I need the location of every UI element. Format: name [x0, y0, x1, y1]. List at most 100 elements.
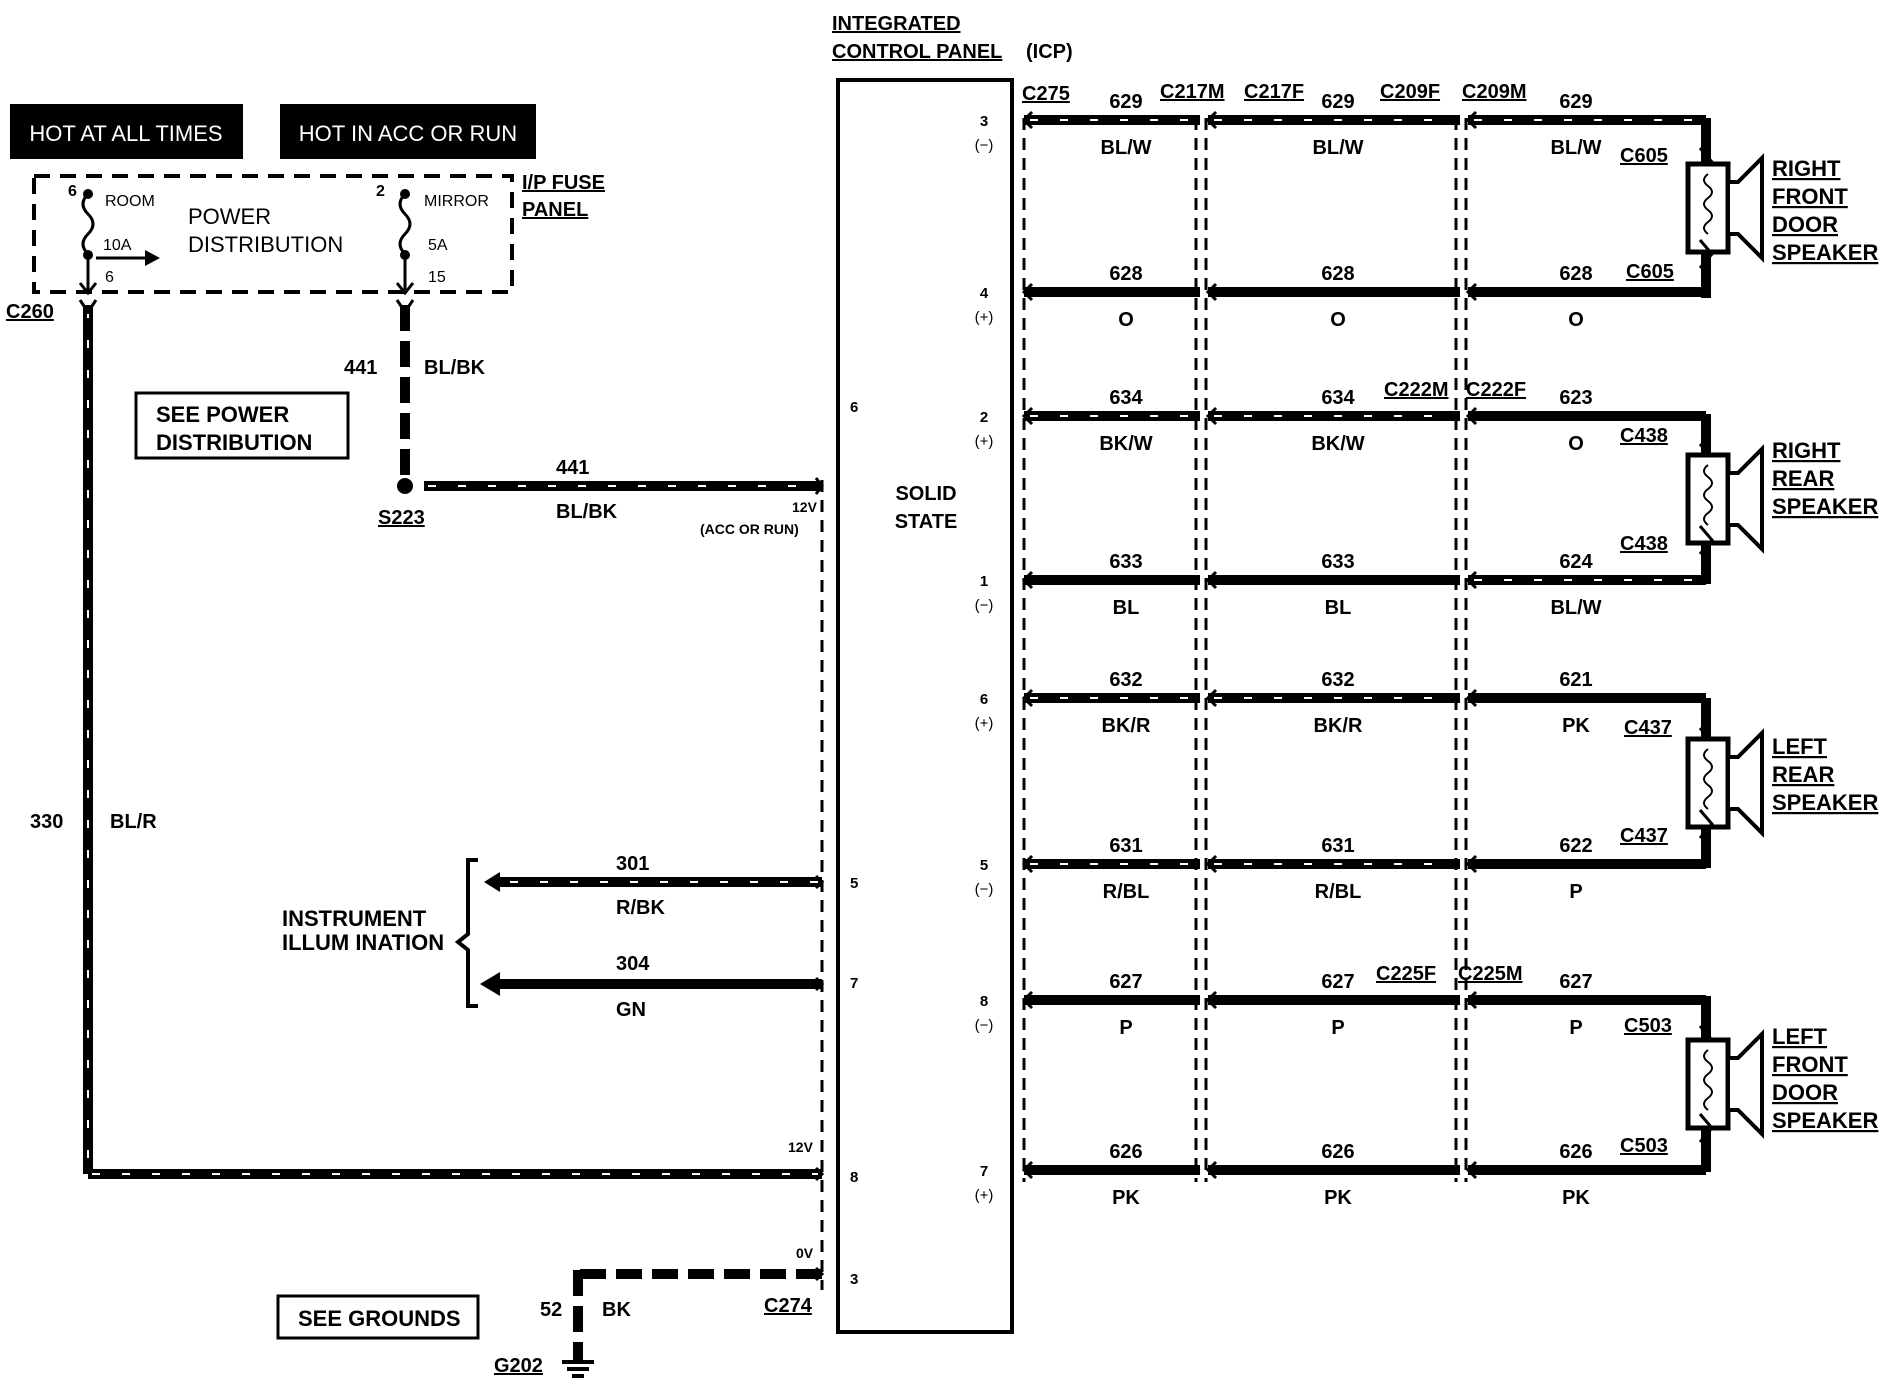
fuse-panel-box — [32, 174, 514, 294]
icp-right-pin-number: 1 — [980, 573, 988, 590]
speaker-wire-color: BL/W — [1550, 597, 1601, 619]
speaker-wire-color: O — [1568, 309, 1584, 331]
power-distribution-label-2: DISTRIBUTION — [188, 232, 343, 257]
ground-g202: G202 — [494, 1355, 543, 1377]
icp-pin-5: 5 — [850, 875, 858, 892]
icp-right-pin-number: 3 — [980, 113, 988, 130]
wire-52-color: BK — [602, 1299, 631, 1321]
speaker-wire-number: 621 — [1559, 669, 1592, 691]
wire-441 — [395, 299, 822, 494]
wire-330-number: 330 — [30, 811, 63, 833]
connector-c437-top: C437 — [1624, 717, 1672, 739]
speaker-wire-color: BK/W — [1099, 433, 1152, 455]
right-rear-speaker-label: RIGHT REAR SPEAKER — [1772, 438, 1878, 519]
left-front-door-speaker-label: LEFT FRONT DOOR SPEAKER — [1772, 1024, 1878, 1133]
connector-terminal — [1205, 990, 1218, 1010]
speaker-wire-color: O — [1118, 309, 1134, 331]
fuse-panel-title-2: PANEL — [522, 199, 588, 221]
icp-pin-7: 7 — [850, 975, 858, 992]
see-power-distribution-label-1: SEE POWER — [156, 402, 289, 427]
right-front-label-4: SPEAKER — [1772, 240, 1878, 265]
icp-0v-label: 0V — [796, 1245, 814, 1261]
icp-right-pin-polarity: (−) — [975, 137, 994, 154]
ground-symbol — [562, 1360, 594, 1378]
icp-right-pin-number: 7 — [980, 1163, 988, 1180]
room-fuse-rating: 10A — [103, 237, 132, 254]
hot-in-acc-or-run-label: HOT IN ACC OR RUN — [299, 121, 517, 146]
speaker-wire-color: BK/W — [1311, 433, 1364, 455]
icp-pin-3: 3 — [850, 1271, 858, 1288]
connector-c503-bottom: C503 — [1620, 1135, 1668, 1157]
wire-52 — [562, 1269, 822, 1378]
left-front-label-3: DOOR — [1772, 1080, 1838, 1105]
connector-c503-top: C503 — [1624, 1015, 1672, 1037]
speaker-wire-color: R/BL — [1103, 881, 1150, 903]
wire-441-vertical-number: 441 — [344, 357, 377, 379]
speaker-wire-color: BL — [1325, 597, 1352, 619]
icp-right-pin-polarity: (−) — [975, 597, 994, 614]
icp-right-pin-polarity: (+) — [975, 309, 994, 326]
speaker-wire-color: O — [1568, 433, 1584, 455]
icp-box — [836, 78, 1014, 1334]
connector-c217m: C217M — [1160, 81, 1224, 103]
speaker-wire-color: O — [1330, 309, 1346, 331]
speaker-wire-number: 633 — [1109, 551, 1142, 573]
speaker-wire-number: 629 — [1321, 91, 1354, 113]
connector-terminal — [1205, 110, 1218, 130]
speaker-wire-number: 631 — [1321, 835, 1354, 857]
wire-304-number: 304 — [616, 953, 650, 975]
room-fuse-pin-in: 6 — [68, 183, 77, 200]
connector-terminal — [1021, 570, 1034, 590]
connector-terminal — [1021, 1160, 1034, 1180]
speaker-wire-color: P — [1569, 1017, 1582, 1039]
connector-c225m: C225M — [1458, 963, 1522, 985]
speaker-icon — [1685, 443, 1764, 555]
connector-terminal — [1465, 570, 1478, 590]
speaker-wire-number: 631 — [1109, 835, 1142, 857]
see-power-distribution-box[interactable] — [134, 391, 350, 460]
speaker-wire-color: PK — [1562, 1187, 1590, 1209]
left-front-label-4: SPEAKER — [1772, 1108, 1878, 1133]
connector-c275: C275 — [1022, 83, 1070, 105]
speaker-wire-number: 626 — [1559, 1141, 1592, 1163]
mirror-fuse — [395, 189, 415, 296]
icp-right-pin-number: 8 — [980, 993, 988, 1010]
room-fuse — [78, 189, 160, 296]
speaker-wire-number: 632 — [1321, 669, 1354, 691]
icp-right-pin-polarity: (−) — [975, 1017, 994, 1034]
connector-terminal — [1465, 990, 1478, 1010]
instrument-illumination-label-2: ILLUM INATION — [282, 930, 444, 955]
right-rear-label-1: RIGHT — [1772, 438, 1841, 463]
connector-terminal — [1205, 854, 1218, 874]
speaker-wire-color: BL/W — [1312, 137, 1363, 159]
connector-terminal — [1021, 990, 1034, 1010]
left-rear-label-1: LEFT — [1772, 734, 1828, 759]
mirror-fuse-pin-in: 2 — [376, 183, 385, 200]
right-front-label-2: FRONT — [1772, 184, 1848, 209]
speaker-wire-number: 634 — [1109, 387, 1143, 409]
room-fuse-name: ROOM — [105, 193, 155, 210]
speaker-wire-number: 629 — [1559, 91, 1592, 113]
speaker-wire-color: R/BL — [1315, 881, 1362, 903]
connector-terminal — [1021, 854, 1034, 874]
room-fuse-pin-out: 6 — [105, 269, 114, 286]
wire-441-horizontal-color: BL/BK — [556, 501, 618, 523]
icp-right-pin-polarity: (−) — [975, 881, 994, 898]
see-grounds-box[interactable] — [276, 1294, 480, 1340]
speaker-wire-color: PK — [1324, 1187, 1352, 1209]
fuse-panel-title-1: I/P FUSE — [522, 172, 605, 194]
icp-title-1: INTEGRATED — [832, 13, 961, 35]
connector-c437-bottom: C437 — [1620, 825, 1668, 847]
wire-330-color: BL/R — [110, 811, 157, 833]
speaker-wire-number: 627 — [1109, 971, 1142, 993]
speaker-wire-number: 624 — [1559, 551, 1593, 573]
connector-c222f: C222F — [1466, 379, 1526, 401]
connector-terminal — [1021, 282, 1034, 302]
wire-304-color: GN — [616, 999, 646, 1021]
speaker-wire-number: 622 — [1559, 835, 1592, 857]
speakers — [1685, 147, 1764, 1143]
wire-330 — [78, 299, 822, 1179]
icp-right-pin-polarity: (+) — [975, 715, 994, 732]
speaker-wire-number: 627 — [1559, 971, 1592, 993]
